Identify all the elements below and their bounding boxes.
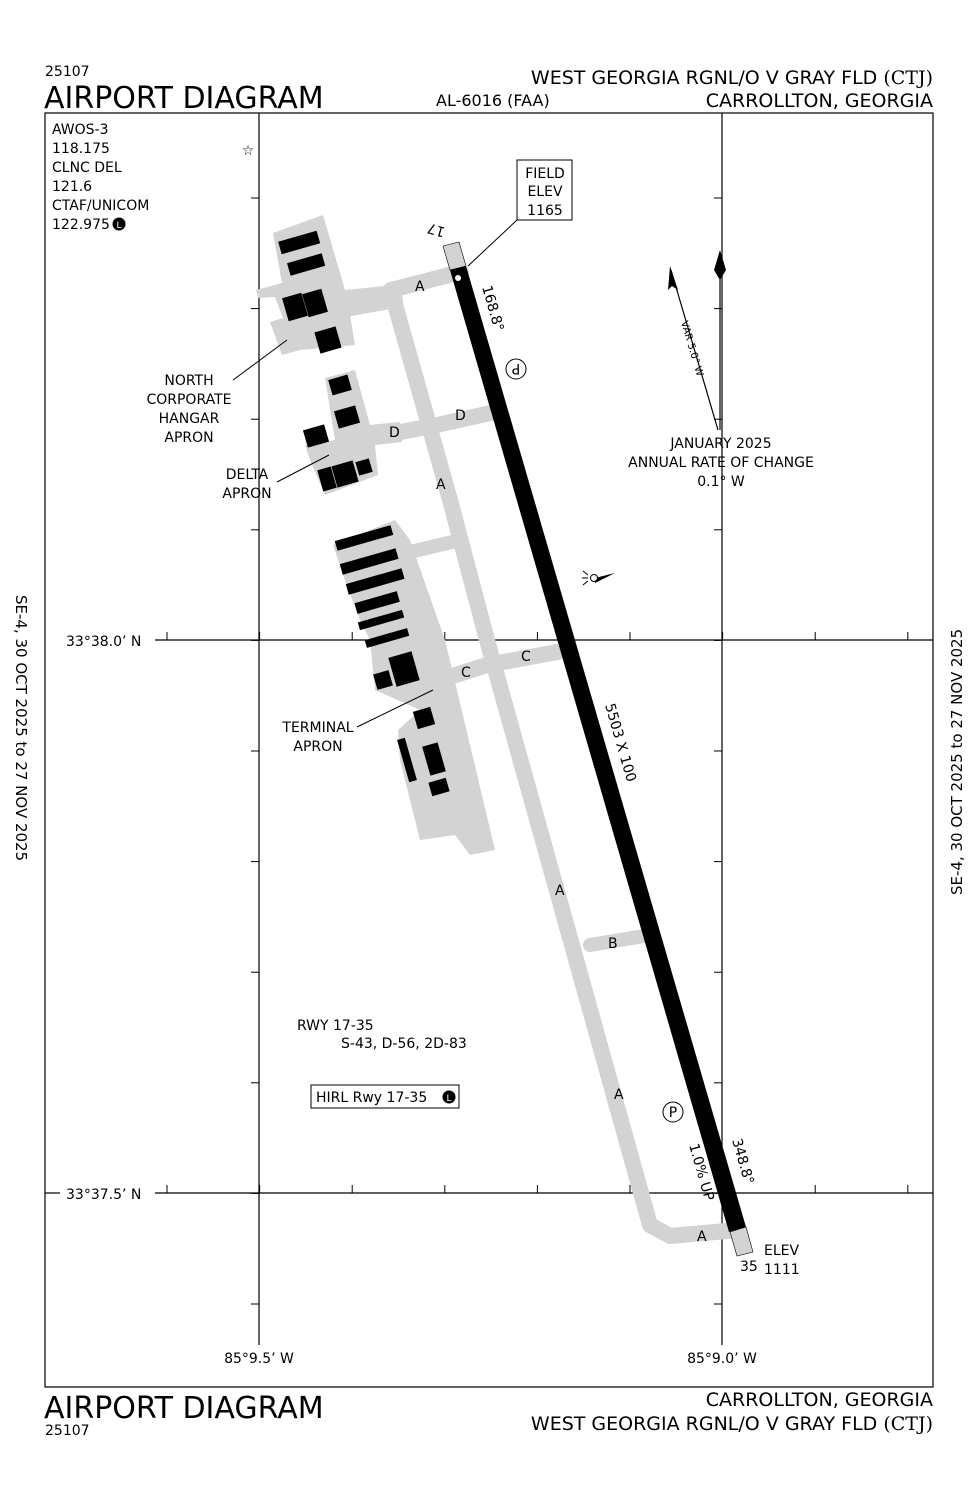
elev-label-35: ELEV	[764, 1243, 799, 1259]
taxiway-d-label: D	[389, 425, 400, 441]
taxiway-c-label: C	[521, 649, 531, 665]
footer-airport-name: WEST GEORGIA RGNL/O V GRAY FLD (CTJ)	[531, 1413, 933, 1435]
effective-dates-right: SE-4, 30 OCT 2025 to 27 NOV 2025	[948, 629, 966, 895]
svg-text:TERMINAL: TERMINAL	[281, 720, 353, 736]
field-elev-value: 1165	[527, 203, 563, 219]
runway-17-35	[442, 241, 754, 1257]
svg-text:HANGAR: HANGAR	[159, 411, 220, 427]
lighting-icon-letter: L	[446, 1094, 451, 1104]
svg-text:85°9.5’ W: 85°9.5’ W	[224, 1351, 294, 1367]
parking-icon: P	[505, 358, 527, 380]
comms-block: AWOS-3 118.175 CLNC DEL 121.6 CTAF/UNICO…	[52, 122, 149, 233]
taxiway-d-label: D	[455, 408, 466, 424]
taxiway-a-label: A	[614, 1087, 624, 1103]
grid-ticks	[166, 197, 909, 1305]
svg-text:CTAF/UNICOM: CTAF/UNICOM	[52, 198, 149, 214]
runway-lighting: HIRL Rwy 17-35	[316, 1090, 427, 1106]
svg-text:L: L	[116, 221, 121, 231]
heading-348: 348.8°	[728, 1137, 756, 1187]
svg-text:CORPORATE: CORPORATE	[146, 392, 231, 408]
taxiway-b-label: B	[608, 936, 618, 952]
svg-text:NORTH: NORTH	[164, 373, 213, 389]
footer-title: AIRPORT DIAGRAM	[44, 1391, 324, 1426]
magnetic-info: JANUARY 2025 ANNUAL RATE OF CHANGE 0.1° …	[628, 436, 814, 490]
north-arrow-icon	[714, 250, 726, 430]
apron-leaders	[232, 339, 434, 728]
svg-text:33°37.5’ N: 33°37.5’ N	[66, 1187, 141, 1203]
coordinate-labels: 33°38.0’ N 33°37.5’ N 85°9.5’ W 85°9.0’ …	[66, 634, 757, 1367]
footer-chart-number: 25107	[45, 1423, 90, 1439]
airport-name: WEST GEORGIA RGNL/O V GRAY FLD (CTJ)	[531, 67, 933, 89]
graticule	[45, 113, 933, 1345]
svg-text:CLNC DEL: CLNC DEL	[52, 160, 122, 176]
svg-text:33°38.0’ N: 33°38.0’ N	[66, 634, 141, 650]
apron-labels: NORTH CORPORATE HANGAR APRON DELTA APRON…	[146, 373, 353, 755]
field-elev-label2: ELEV	[527, 184, 562, 200]
svg-text:APRON: APRON	[164, 430, 213, 446]
svg-text:121.6: 121.6	[52, 179, 92, 195]
svg-text:85°9.0’ W: 85°9.0’ W	[687, 1351, 757, 1367]
svg-text:118.175: 118.175	[52, 141, 110, 157]
svg-text:APRON: APRON	[293, 739, 342, 755]
svg-text:122.975: 122.975	[52, 217, 110, 233]
effective-dates-left: SE-4, 30 OCT 2025 to 27 NOV 2025	[12, 595, 30, 861]
beacon-icon	[582, 570, 615, 586]
taxiway-a-label: A	[415, 279, 425, 295]
runway-strength: S-43, D-56, 2D-83	[341, 1036, 467, 1052]
svg-text:P: P	[669, 1105, 677, 1121]
svg-text:APRON: APRON	[222, 486, 271, 502]
runway-info-title: RWY 17-35	[297, 1018, 374, 1034]
svg-text:DELTA: DELTA	[226, 467, 269, 483]
runway-id-35: 35	[740, 1259, 758, 1275]
svg-text:P: P	[512, 360, 520, 376]
chart-title: AIRPORT DIAGRAM	[44, 81, 324, 116]
procedure-id: AL-6016 (FAA)	[436, 91, 550, 110]
chart-number: 25107	[45, 64, 90, 80]
taxiways	[332, 264, 746, 1244]
taxiway-c-label: C	[461, 665, 471, 681]
footer-city-state: CARROLLTON, GEORGIA	[706, 1389, 933, 1411]
field-elev-box	[516, 159, 573, 221]
taxiway-a-label: A	[436, 477, 446, 493]
lighting-icon	[442, 1090, 456, 1104]
field-elev-label: FIELD	[525, 166, 565, 182]
lighting-icon: L	[112, 217, 126, 231]
lighting-box	[310, 1084, 460, 1109]
svg-text:AWOS-3: AWOS-3	[52, 122, 109, 138]
taxiway-labels: A A A A A B C C D D	[389, 279, 707, 1245]
elev-35: 1111	[764, 1262, 800, 1278]
taxiway-a-label: A	[555, 883, 565, 899]
parking-icon: P	[662, 1101, 684, 1123]
magnetic-north-arrow-icon	[668, 266, 719, 431]
diagram-frame	[44, 112, 934, 1388]
svg-text:0.1° W: 0.1° W	[697, 474, 745, 490]
magnetic-variation: VAR 5.0° W	[678, 320, 705, 378]
runway-id-17: 17	[426, 219, 448, 239]
svg-text:JANUARY 2025: JANUARY 2025	[669, 436, 771, 452]
star-icon: ☆	[242, 143, 255, 159]
city-state: CARROLLTON, GEORGIA	[706, 90, 933, 112]
buildings	[278, 230, 450, 797]
svg-text:ANNUAL RATE OF CHANGE: ANNUAL RATE OF CHANGE	[628, 455, 814, 471]
field-elev-leader	[467, 219, 518, 267]
taxiway-a-label: A	[697, 1229, 707, 1245]
